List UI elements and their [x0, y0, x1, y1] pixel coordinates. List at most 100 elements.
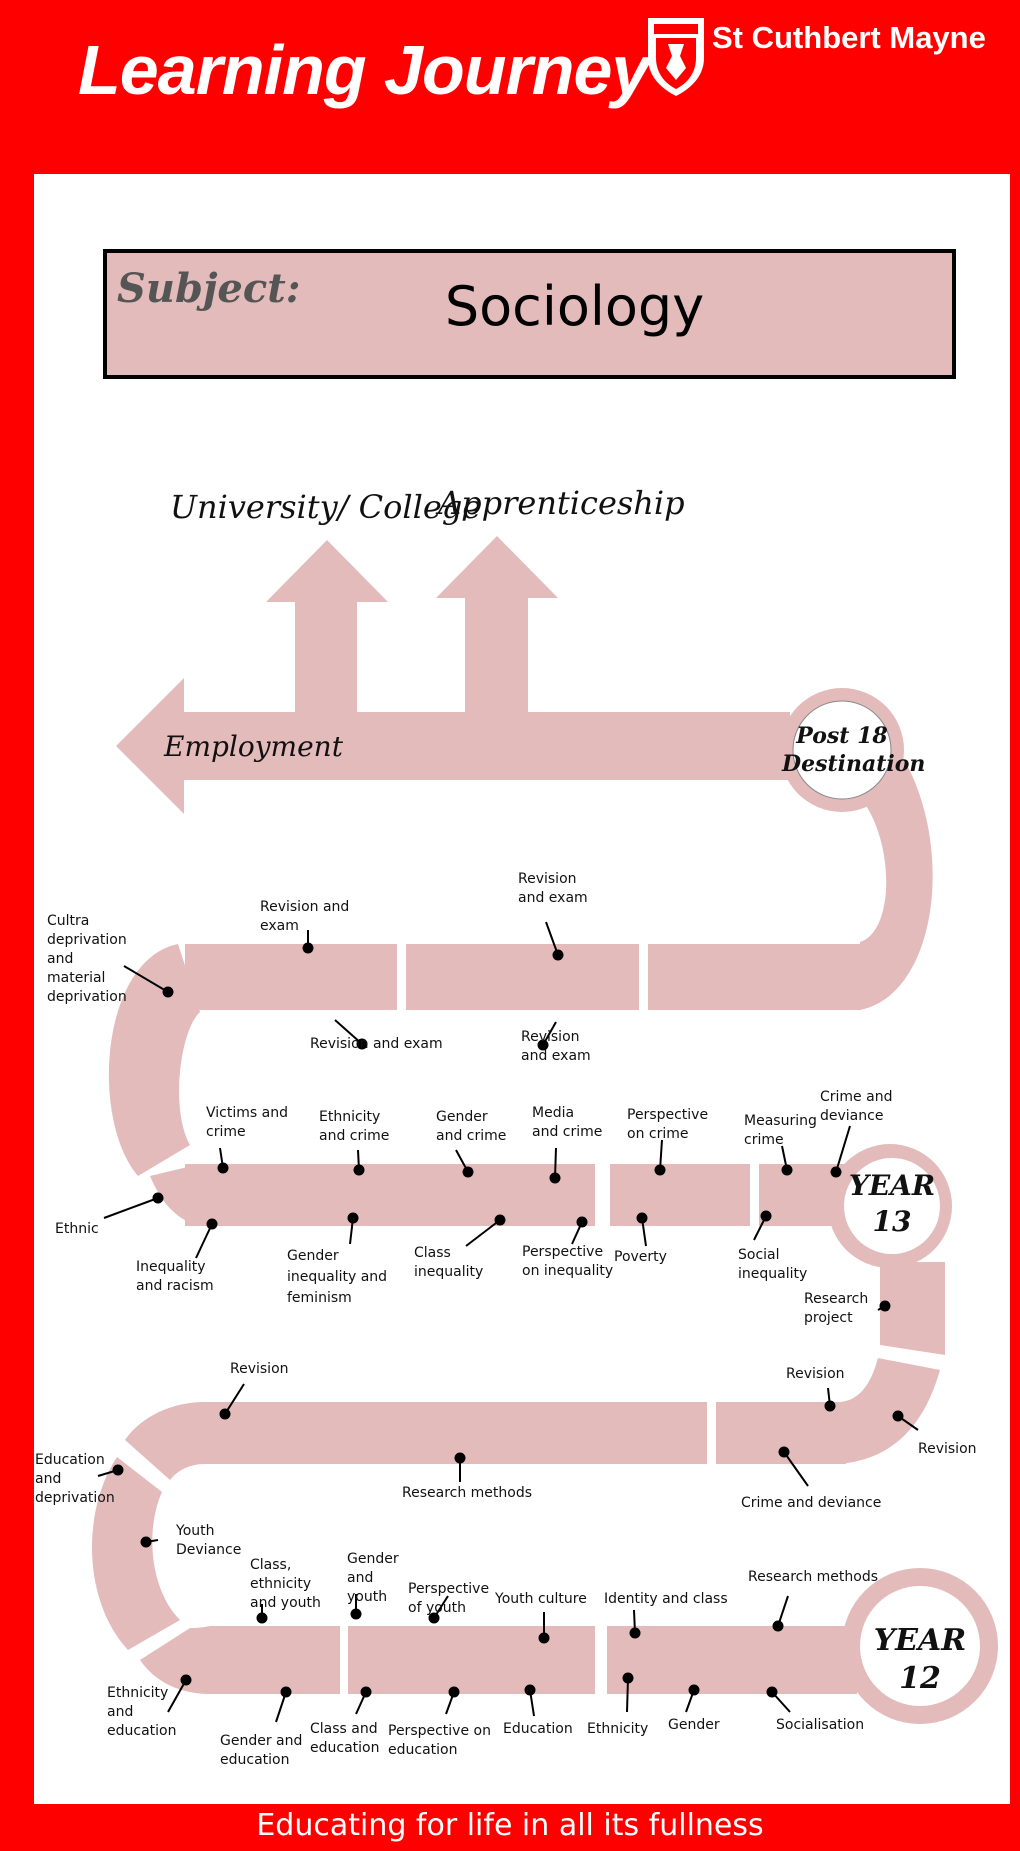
leader-dot [636, 1212, 648, 1224]
year12-word: YEAR [873, 1623, 967, 1658]
topic-label: Research methods [748, 1569, 879, 1585]
topic-label: Poverty [614, 1249, 667, 1265]
leader-line [334, 1019, 363, 1045]
school-name: St Cuthbert Mayne [712, 20, 986, 55]
topic-label: Crime and deviance [741, 1495, 882, 1511]
topic-label: Gender [668, 1717, 720, 1733]
leader-dot [428, 1612, 440, 1624]
university-label: University/ College [170, 488, 482, 526]
topic-label: Youth culture [495, 1591, 587, 1607]
leader-dot [350, 1608, 362, 1620]
leader-line [123, 965, 169, 993]
topic-label: Revision [918, 1441, 977, 1457]
leader-dot [629, 1627, 641, 1639]
leader-line [195, 1223, 213, 1259]
leader-dot [152, 1192, 164, 1204]
year13-word: YEAR [848, 1169, 936, 1202]
year12-circle [860, 1586, 980, 1706]
topic-label: Ethnic [55, 1221, 99, 1237]
university-arrow [266, 540, 388, 712]
leader-dot [256, 1612, 268, 1624]
footer-tagline: Educating for life in all its fullness [256, 1808, 764, 1843]
leader-dot [654, 1164, 666, 1176]
subject-value: Sociology [444, 275, 705, 338]
leader-dot [552, 949, 564, 961]
employment-arrow [116, 678, 790, 814]
leader-line [626, 1677, 629, 1713]
leader-dot [772, 1620, 784, 1632]
leader-dot [824, 1400, 836, 1412]
leader-dot [549, 1172, 561, 1184]
leader-dot [454, 1452, 466, 1464]
school-logo [648, 18, 704, 96]
topic-label: Revision and exam [310, 1036, 443, 1052]
leader-dot [280, 1686, 292, 1698]
leader-dot [353, 1164, 365, 1176]
leader-dot [760, 1210, 772, 1222]
leader-dot [448, 1686, 460, 1698]
post18-line2: Destination [782, 751, 926, 777]
leader-dot [360, 1686, 372, 1698]
leader-dot [162, 986, 174, 998]
leader-dot [347, 1212, 359, 1224]
leader-line [783, 1451, 809, 1487]
employment-label: Employment [164, 730, 343, 763]
year12-number: 12 [899, 1661, 941, 1696]
leader-dot [778, 1446, 790, 1458]
year13-number: 13 [872, 1205, 912, 1238]
leader-line [103, 1197, 159, 1219]
leader-dot [112, 1464, 124, 1476]
leader-dot [462, 1166, 474, 1178]
topic-label: Socialisation [776, 1717, 865, 1733]
subject-label: Subject: [117, 265, 301, 312]
topic-label: Ethnicity [587, 1721, 649, 1737]
leader-dot [576, 1216, 588, 1228]
apprenticeship-label: Apprenticeship [438, 484, 685, 522]
leader-dot [494, 1214, 506, 1226]
year12-badge: YEAR 12 [866, 1622, 974, 1698]
leader-dot [892, 1410, 904, 1422]
year13-badge: YEAR 13 [842, 1168, 942, 1240]
leader-line [465, 1219, 501, 1247]
year13-circle [844, 1158, 940, 1254]
leader-dot [879, 1300, 891, 1312]
apprenticeship-arrow [436, 536, 558, 712]
topic-label: Revision [786, 1366, 845, 1382]
subject-box: Subject: Sociology [103, 249, 956, 379]
post18-circle [792, 700, 892, 800]
leader-dot [140, 1536, 152, 1548]
leader-dot [217, 1162, 229, 1174]
leader-line [545, 921, 559, 956]
leader-dot [766, 1686, 778, 1698]
leader-dot [206, 1218, 218, 1230]
leader-line [224, 1383, 245, 1415]
leader-line [835, 1125, 851, 1173]
leader-dot [219, 1408, 231, 1420]
topic-label: Revision [230, 1361, 289, 1377]
